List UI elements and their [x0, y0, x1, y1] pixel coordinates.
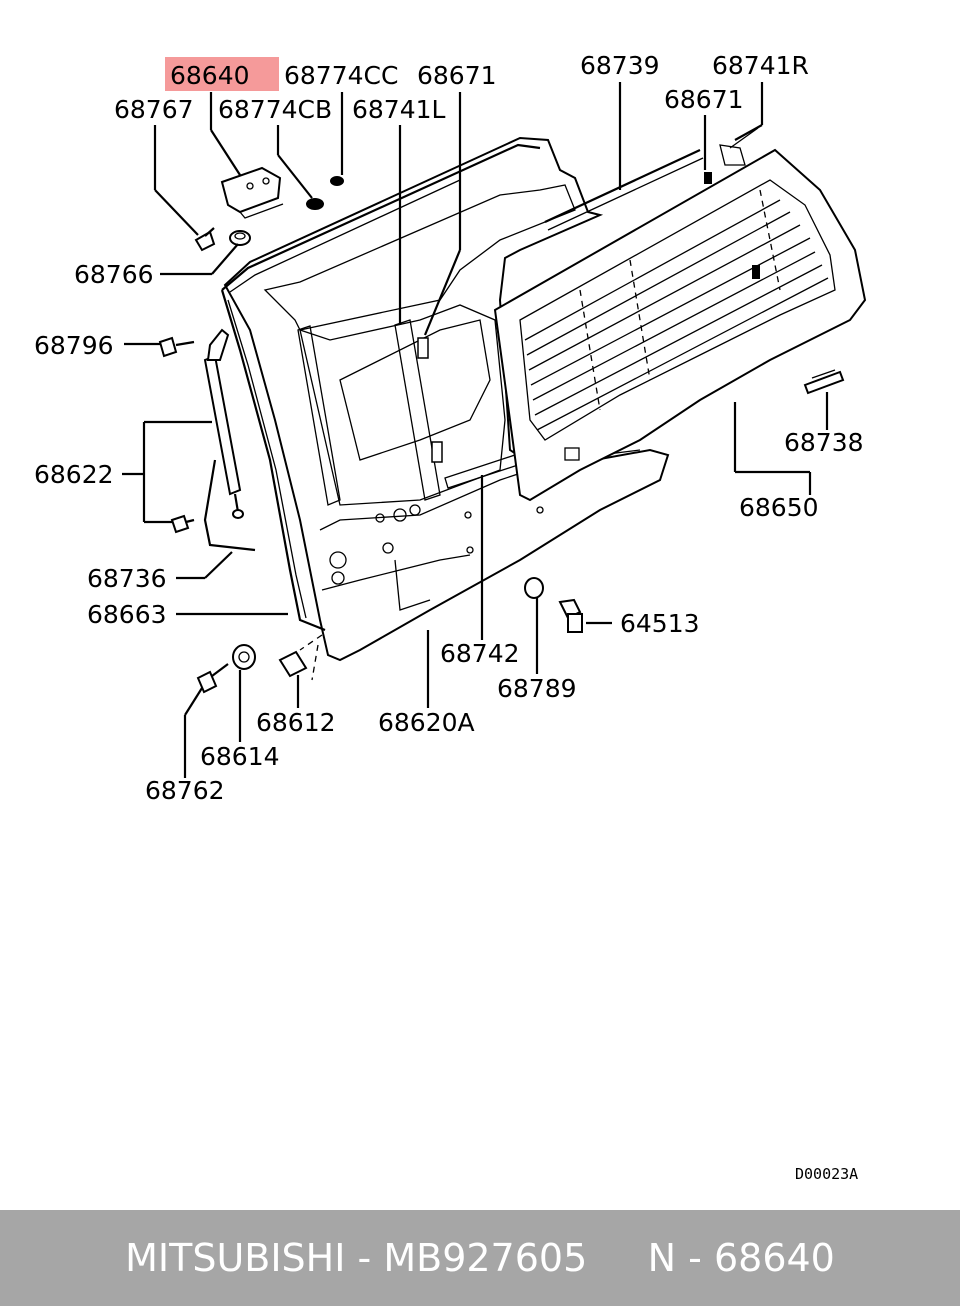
label-68739[interactable]: 68739: [580, 51, 660, 80]
label-68796[interactable]: 68796: [34, 331, 114, 360]
label-68767[interactable]: 68767: [114, 95, 194, 124]
part-labels: 68640 68774CC 68671 68739 68741R 68767 6…: [34, 51, 864, 1183]
footer-ref-number: 68640: [713, 1236, 835, 1280]
label-68612[interactable]: 68612: [256, 708, 336, 737]
label-68614[interactable]: 68614: [200, 742, 280, 771]
label-68742[interactable]: 68742: [440, 639, 520, 668]
part-info-footer: MITSUBISHI - MB927605 N - 68640: [0, 1210, 960, 1306]
label-68640[interactable]: 68640: [170, 61, 250, 90]
diagram-code: D00023A: [795, 1165, 858, 1183]
selected-part-highlight: [165, 57, 279, 91]
footer-gap: [587, 1236, 647, 1280]
label-68774cc[interactable]: 68774CC: [284, 61, 398, 90]
label-68738[interactable]: 68738: [784, 428, 864, 457]
parts-diagram: 68640 68774CC 68671 68739 68741R 68767 6…: [34, 51, 867, 1183]
small-parts: [158, 166, 845, 694]
label-68622[interactable]: 68622: [34, 460, 114, 489]
label-68741l[interactable]: 68741L: [352, 95, 446, 124]
footer-ref-prefix: N -: [647, 1236, 714, 1280]
label-68762[interactable]: 68762: [145, 776, 225, 805]
label-64513[interactable]: 64513: [620, 609, 700, 638]
label-68650[interactable]: 68650: [739, 493, 819, 522]
label-68789[interactable]: 68789: [497, 674, 577, 703]
window-glass-drawing: [493, 127, 867, 502]
tailgate-drawing: [203, 136, 670, 662]
footer-part-number: MB927605: [383, 1236, 588, 1280]
label-68736[interactable]: 68736: [87, 564, 167, 593]
footer-brand: MITSUBISHI: [125, 1236, 346, 1280]
label-68671-top[interactable]: 68671: [417, 61, 497, 90]
label-68620a[interactable]: 68620A: [378, 708, 475, 737]
leader-lines: [122, 82, 829, 778]
label-68774cb[interactable]: 68774CB: [218, 95, 332, 124]
label-68671-right[interactable]: 68671: [664, 85, 744, 114]
label-68663[interactable]: 68663: [87, 600, 167, 629]
label-68741r[interactable]: 68741R: [712, 51, 809, 80]
label-68766[interactable]: 68766: [74, 260, 154, 289]
footer-separator: -: [345, 1236, 384, 1280]
